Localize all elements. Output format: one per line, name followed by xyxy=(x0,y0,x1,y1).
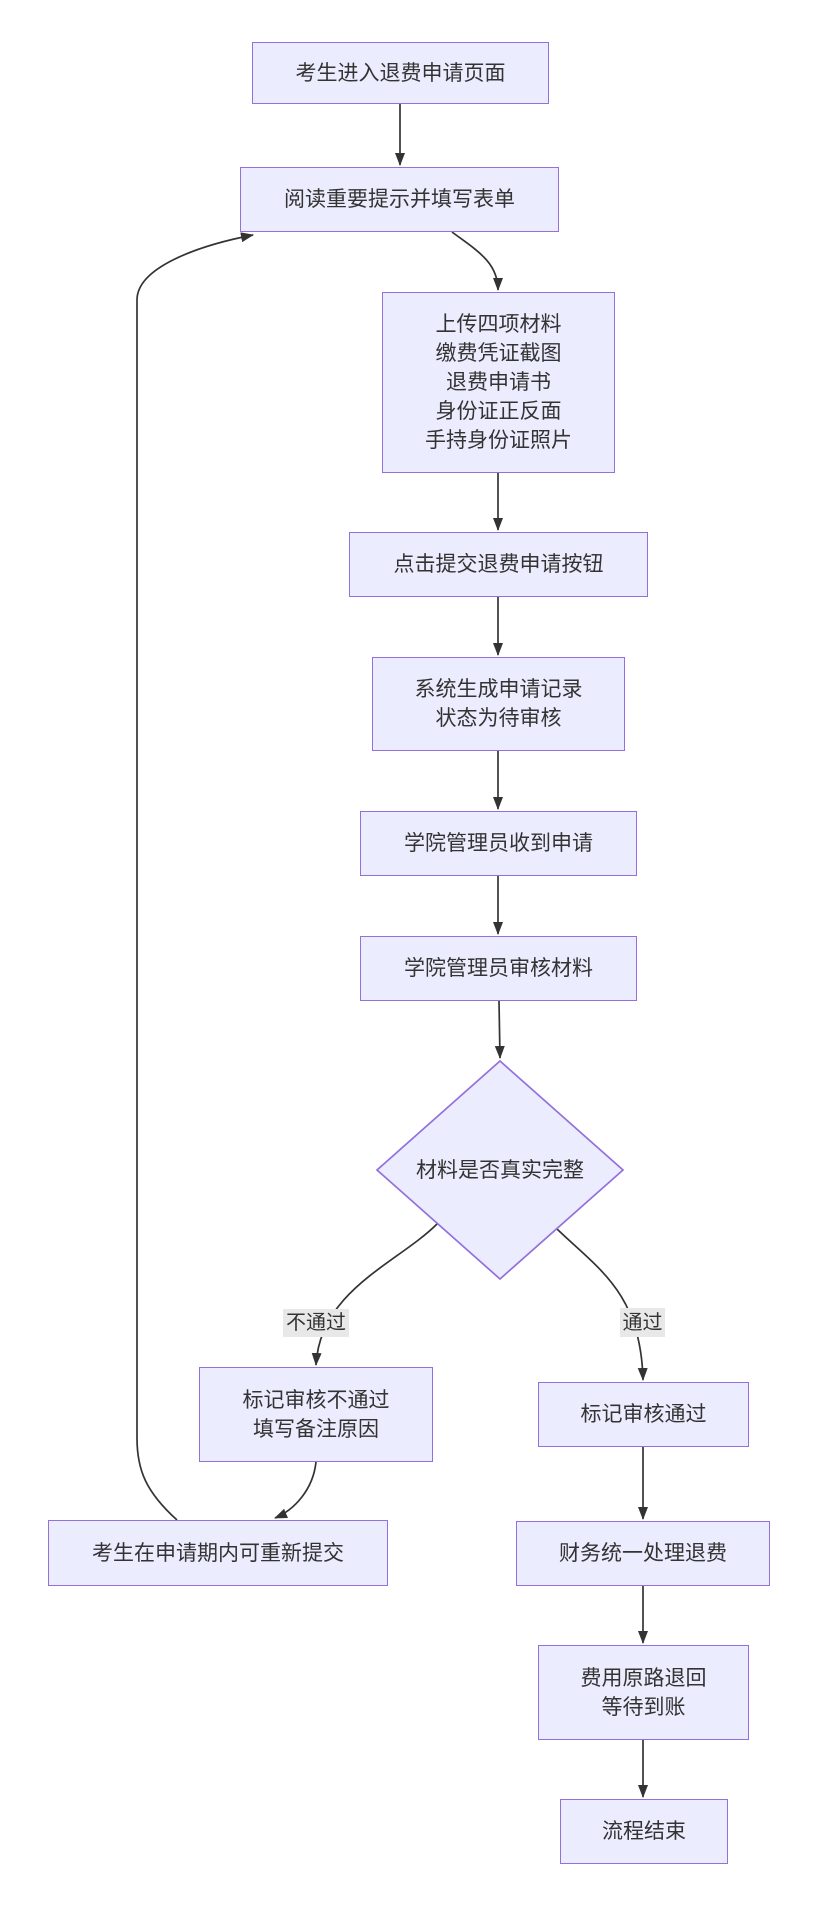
node-label: 阅读重要提示并填写表单 xyxy=(284,188,515,211)
node-enter-refund-page: 考生进入退费申请页面 xyxy=(252,42,549,104)
edge-label-fail: 不通过 xyxy=(283,1309,349,1337)
node-click-submit-button: 点击提交退费申请按钮 xyxy=(349,532,648,597)
edge-review-to-decision xyxy=(494,1000,505,1059)
node-label-line: 等待到账 xyxy=(601,1695,686,1719)
node-mark-review-passed: 标记审核通过 xyxy=(538,1382,749,1447)
node-upload-materials: 上传四项材料 缴费凭证截图 退费申请书 身份证正反面 手持身份证照片 xyxy=(382,292,615,473)
node-label: 标记审核通过 xyxy=(580,1403,707,1426)
node-read-and-fill-form: 阅读重要提示并填写表单 xyxy=(240,167,559,232)
node-label-line: 手持身份证照片 xyxy=(425,429,572,452)
edge-resubmit-to-read-loop xyxy=(136,232,254,1521)
node-label: 流程结束 xyxy=(602,1820,686,1843)
node-label-line: 缴费凭证截图 xyxy=(435,342,562,365)
edge-decision-to-pass xyxy=(555,1227,648,1381)
node-label: 考生进入退费申请页面 xyxy=(295,61,506,85)
node-label-line: 标记审核不通过 xyxy=(242,1388,390,1412)
node-label: 学院管理员审核材料 xyxy=(404,957,593,980)
node-admin-reviews-materials: 学院管理员审核材料 xyxy=(360,936,637,1001)
node-label: 考生在申请期内可重新提交 xyxy=(92,1541,344,1565)
node-process-end: 流程结束 xyxy=(560,1799,728,1864)
node-label: 点击提交退费申请按钮 xyxy=(393,553,604,576)
node-label: 财务统一处理退费 xyxy=(559,1542,727,1565)
node-label-line: 填写备注原因 xyxy=(253,1417,379,1441)
node-label-line: 费用原路退回 xyxy=(580,1666,707,1690)
edge-decision-to-fail xyxy=(311,1223,438,1366)
node-system-creates-record: 系统生成申请记录 状态为待审核 xyxy=(372,657,625,751)
node-label-line: 上传四项材料 xyxy=(435,313,562,336)
node-label: 材料是否真实完整 xyxy=(416,1158,584,1182)
edge-fail-to-resubmit xyxy=(274,1461,317,1519)
node-resubmit-within-period: 考生在申请期内可重新提交 xyxy=(48,1520,388,1586)
node-decision-materials-valid: 材料是否真实完整 xyxy=(377,1060,623,1280)
edge-label-pass: 通过 xyxy=(620,1308,665,1337)
edge-label-text: 不通过 xyxy=(286,1312,346,1334)
decision-diamond xyxy=(375,1059,625,1281)
node-finance-processes-refund: 财务统一处理退费 xyxy=(516,1521,770,1586)
node-label-line: 状态为待审核 xyxy=(435,707,562,730)
node-label: 学院管理员收到申请 xyxy=(404,832,593,855)
node-admin-receives-application: 学院管理员收到申请 xyxy=(360,811,637,876)
node-label-line: 系统生成申请记录 xyxy=(414,678,583,701)
node-label-line: 退费申请书 xyxy=(446,371,551,394)
node-mark-review-failed: 标记审核不通过 填写备注原因 xyxy=(199,1367,433,1462)
edge-read-to-upload xyxy=(451,231,503,291)
node-refund-original-route: 费用原路退回 等待到账 xyxy=(538,1645,749,1740)
edge-label-text: 通过 xyxy=(622,1311,663,1334)
node-label-line: 身份证正反面 xyxy=(435,400,562,423)
